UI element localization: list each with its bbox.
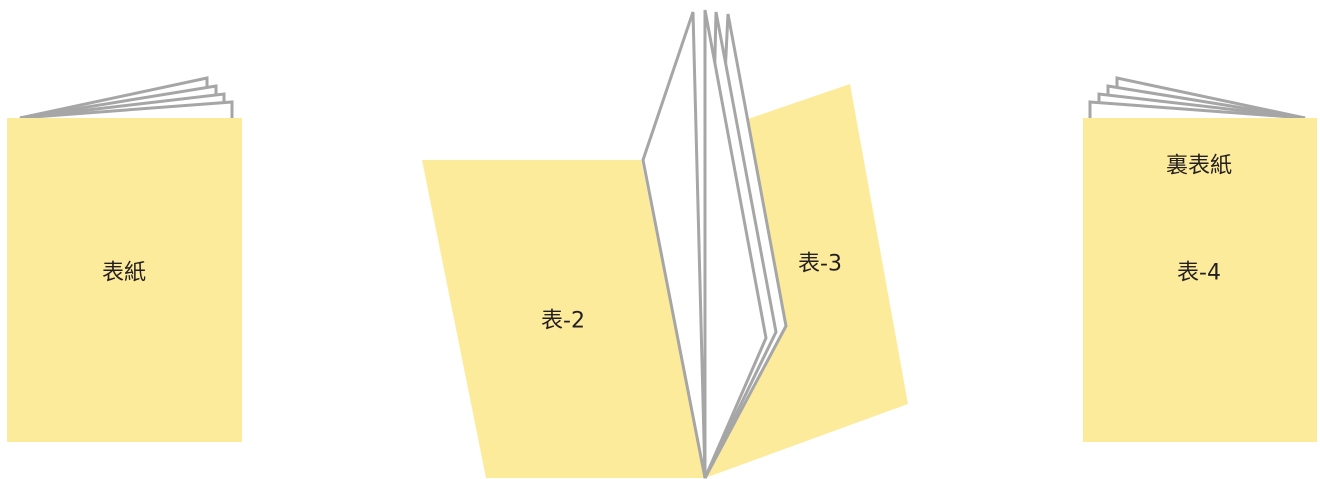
- back-cover-label: 表-4: [1177, 261, 1221, 286]
- inside-front-cover: [422, 160, 705, 478]
- front-page-4: [19, 100, 234, 120]
- back-booklet: 裏表紙 表-4: [1083, 76, 1317, 442]
- back-booklet-pages: [1088, 76, 1306, 120]
- back-cover-title-label: 裏表紙: [1166, 154, 1232, 179]
- inside-back-cover-label: 表-3: [798, 252, 842, 277]
- open-page-3: [703, 9, 768, 479]
- back-cover: [1083, 118, 1317, 442]
- back-page-4: [1088, 100, 1306, 120]
- front-cover-label: 表紙: [102, 261, 146, 286]
- inside-front-cover-label: 表-2: [541, 309, 585, 334]
- open-page-4: [641, 11, 707, 479]
- open-booklet: 表-2 表-3: [422, 9, 908, 479]
- front-booklet: 表紙: [7, 76, 242, 442]
- front-booklet-pages: [19, 76, 234, 120]
- front-cover: [7, 118, 242, 442]
- open-booklet-pages: [641, 9, 788, 479]
